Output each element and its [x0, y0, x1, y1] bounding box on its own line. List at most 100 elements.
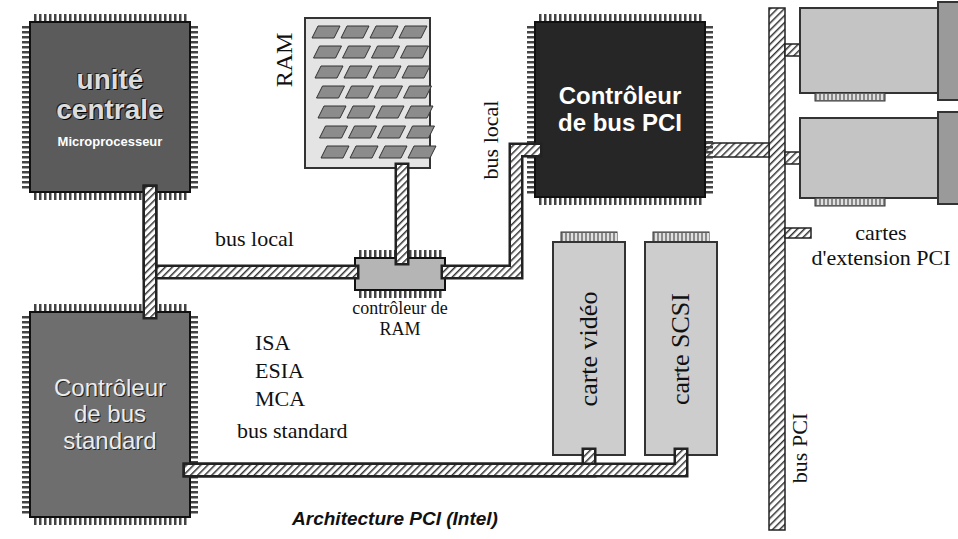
chip-pin — [190, 441, 198, 444]
chip-pin — [439, 250, 442, 258]
chip-pin — [134, 14, 137, 22]
chip-pin — [629, 197, 632, 205]
chip-pin — [22, 126, 30, 129]
chip-pin — [684, 14, 687, 22]
chip-pin — [22, 96, 30, 99]
bus-hatch — [150, 192, 352, 272]
chip-pin — [694, 197, 697, 205]
chip-pin — [190, 171, 198, 174]
chip-pin — [384, 290, 387, 298]
chip-pin — [22, 471, 30, 474]
scsi-card-box: carte SCSI — [645, 242, 717, 455]
chip-pin — [22, 111, 30, 114]
connector-finger — [853, 94, 855, 100]
chip-pin — [434, 250, 437, 258]
connector-finger — [861, 199, 863, 205]
connector-finger — [869, 199, 871, 205]
ram-chip — [318, 106, 346, 118]
bus-label: bus standard — [237, 418, 348, 443]
chip-pin — [22, 476, 30, 479]
ram-chip — [372, 46, 400, 58]
chip-pin — [705, 66, 713, 69]
chip-pin — [139, 14, 142, 22]
chip-pin — [114, 192, 117, 200]
chip-pin — [634, 197, 637, 205]
chip-pin — [114, 517, 117, 525]
chip-pin — [79, 192, 82, 200]
connector-finger — [595, 233, 597, 241]
ram-chip — [314, 46, 342, 58]
chip-pin — [389, 250, 392, 258]
chip-pin — [22, 356, 30, 359]
chip-pin — [527, 191, 535, 194]
chip-pin — [39, 517, 42, 525]
chip-pin — [644, 14, 647, 22]
pci-bus-stub — [705, 143, 769, 157]
pci-card-bracket — [938, 112, 958, 204]
chip-pin — [574, 14, 577, 22]
chip-pin — [139, 517, 142, 525]
chip-pin — [190, 26, 198, 29]
chip-pin — [22, 376, 30, 379]
chip-pin — [134, 517, 137, 525]
chip-pin — [22, 396, 30, 399]
chip-pin — [124, 517, 127, 525]
bus-connector — [150, 192, 151, 312]
chip-pin — [379, 250, 382, 258]
chip-pin — [190, 376, 198, 379]
chip-pin — [190, 326, 198, 329]
ram-chip — [315, 66, 343, 78]
chip-pin — [190, 186, 198, 189]
chip-pin — [679, 197, 682, 205]
chip-pin — [190, 131, 198, 134]
chip-pin — [149, 14, 152, 22]
chip-pin — [59, 304, 62, 312]
cpu-chip — [30, 22, 190, 192]
chip-pin — [654, 14, 657, 22]
chip-pin — [544, 14, 547, 22]
chip-pin — [22, 116, 30, 119]
chip-pin — [34, 517, 37, 525]
chip-pin — [190, 456, 198, 459]
chip-pin — [22, 321, 30, 324]
chip-pin — [439, 290, 442, 298]
card-connector — [653, 232, 709, 242]
chip-pin — [119, 517, 122, 525]
connector-finger — [829, 94, 831, 100]
chip-pin — [190, 356, 198, 359]
chip-pin — [22, 411, 30, 414]
chip-pin — [705, 121, 713, 124]
chip-pin — [190, 511, 198, 514]
chip-pin — [119, 304, 122, 312]
chip-pin — [429, 250, 432, 258]
connector-finger — [825, 94, 827, 100]
chip-pin — [124, 192, 127, 200]
connector-finger — [667, 233, 669, 241]
chip-pin — [22, 511, 30, 514]
connector-finger — [845, 199, 847, 205]
connector-finger — [837, 199, 839, 205]
chip-pin — [114, 304, 117, 312]
connector-finger — [841, 94, 843, 100]
bus-connector — [150, 192, 352, 272]
chip-pin — [527, 171, 535, 174]
chip-pin — [190, 381, 198, 384]
connector-finger — [877, 199, 879, 205]
chip-pin — [419, 250, 422, 258]
chip-pin — [49, 304, 52, 312]
chip-pin — [39, 14, 42, 22]
chip-pin — [190, 336, 198, 339]
chip-pin — [705, 151, 713, 154]
chip-pin — [527, 31, 535, 34]
connector-finger — [877, 94, 879, 100]
bus-connector — [190, 455, 681, 470]
chip-pin — [179, 304, 182, 312]
chip-pin — [705, 61, 713, 64]
chip-pin — [22, 316, 30, 319]
chip-pin — [22, 456, 30, 459]
connector-finger — [833, 199, 835, 205]
chip-pin — [527, 166, 535, 169]
chip-pin — [190, 361, 198, 364]
ram-chip — [349, 126, 377, 138]
connector-finger — [603, 233, 605, 241]
